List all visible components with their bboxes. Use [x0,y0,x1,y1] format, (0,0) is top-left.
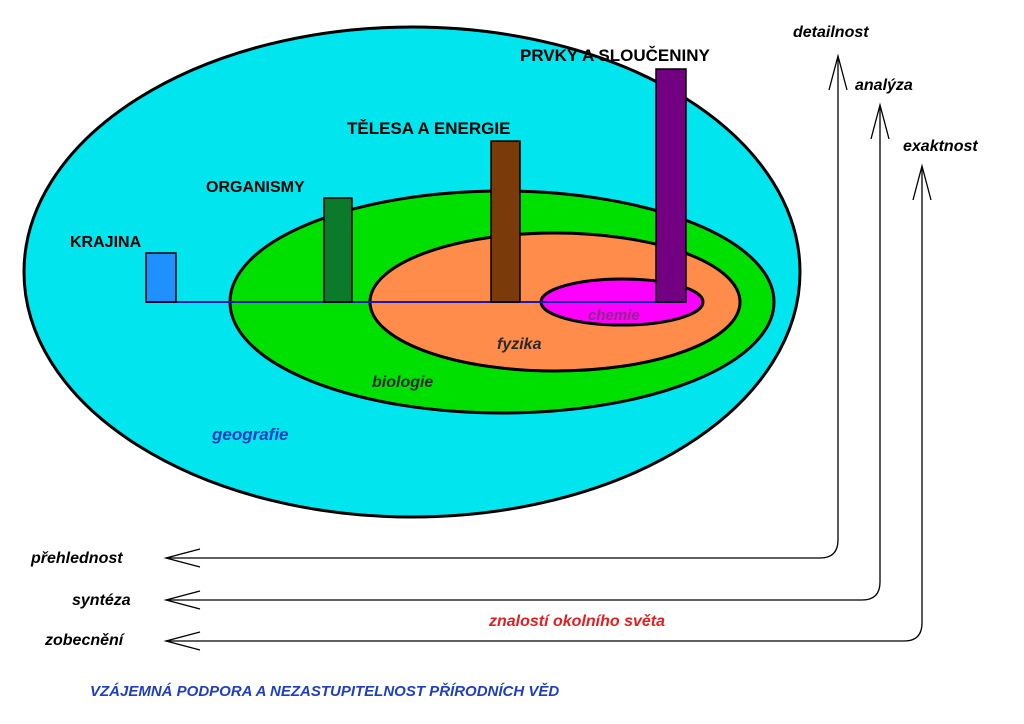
label-exaktnost: exaktnost [903,138,978,155]
diagram-title: VZÁJEMNÁ PODPORA A NEZASTUPITELNOST PŘÍR… [90,682,559,700]
label-geografie: geografie [211,425,289,444]
arrowhead-detailnost-icon [828,53,848,91]
label-biologie: biologie [372,374,433,391]
arrowhead-exaktnost-icon [912,163,932,201]
label-zobecneni: zobecnění [44,632,126,649]
arrowhead-zobecneni-icon [163,631,201,651]
bar-prvky-a-slouceniny [655,68,687,303]
label-telesa-a-energie: TĚLESA A ENERGIE [347,119,510,138]
label-fyzika: fyzika [497,336,542,353]
label-prvky-a-slouceniny: PRVKY A SLOUČENINY [520,46,711,65]
arrow-heads [163,53,932,651]
arrows [166,58,923,642]
arrowhead-prehlednost-icon [163,548,201,568]
label-detailnost: detailnost [793,24,869,41]
label-organismy: ORGANISMY [206,179,305,196]
arrowhead-analyza-icon [870,102,890,140]
label-chemie: chemie [588,307,640,324]
label-znalosti: znalostí okolního světa [488,613,665,630]
bar-krajina [145,252,177,303]
bar-organismy [323,197,353,303]
arrow-exaktnost-zobecneni [166,168,923,642]
arrowhead-synteza-icon [163,590,201,610]
label-prehlednost: přehlednost [30,550,123,567]
bar-telesa-a-energie [490,140,521,303]
arrow-detailnost-prehlednost [166,58,839,559]
label-analyza: analýza [855,77,913,94]
label-synteza: syntéza [72,592,131,609]
arrow-analyza-synteza [166,107,881,601]
label-krajina: KRAJINA [70,234,142,251]
